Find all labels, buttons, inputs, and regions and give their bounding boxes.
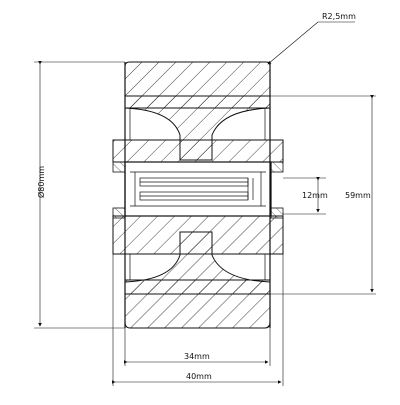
radius-dimension: R2,5mm (267, 12, 356, 65)
hub-top (112, 139, 284, 163)
bearing-sleeve-top (112, 161, 284, 173)
outer-width-dimension: 40mm (112, 254, 284, 386)
bore-dimension: 12mm (283, 177, 328, 215)
inner-width-dimension: 34mm (124, 328, 271, 366)
outer-width-label: 40mm (186, 372, 212, 381)
hub-length-dimension: 59mm (270, 95, 376, 295)
bore-label: 12mm (302, 191, 328, 200)
body-outline (124, 62, 271, 328)
needle-bearing (124, 161, 272, 217)
hub-bottom (112, 215, 284, 255)
outer-diameter-label: Ø80mm (36, 166, 46, 198)
inner-width-label: 34mm (184, 352, 210, 361)
outer-diameter-dimension: Ø80mm (34, 61, 125, 329)
radius-label: R2,5mm (322, 12, 356, 21)
hub-length-label: 59mm (345, 191, 371, 200)
